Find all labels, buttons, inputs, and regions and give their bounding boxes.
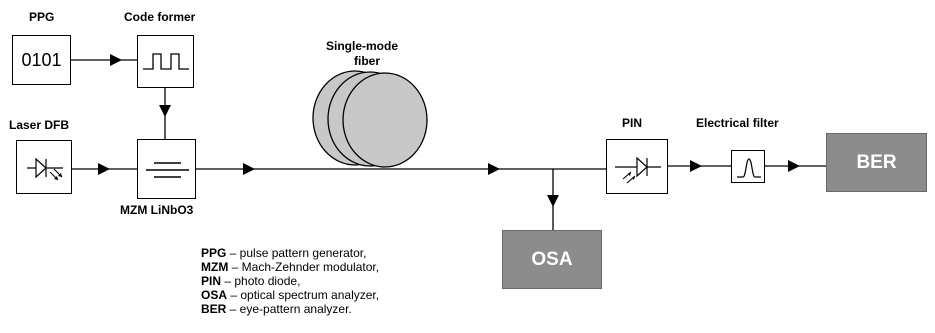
code-former-label: Code former	[124, 10, 196, 24]
pin-block	[606, 139, 668, 194]
laser-diode-icon	[27, 157, 63, 181]
pin-label: PIN	[622, 116, 643, 130]
arrow-codeformer-mzm	[159, 105, 171, 117]
legend-row: PIN – photo diode,	[201, 274, 301, 288]
legend-row: OSA – optical spectrum analyzer,	[201, 288, 380, 302]
laser-dfb-block	[16, 140, 72, 194]
abbreviation-legend: PPG – pulse pattern generator, MZM – Mac…	[201, 246, 379, 316]
ppg-label: PPG	[29, 10, 55, 24]
electrical-filter-block	[731, 150, 765, 183]
legend-row: PPG – pulse pattern generator,	[201, 246, 367, 260]
mzm-label: MZM LiNbO3	[120, 203, 194, 217]
arrow-mzm-fiber	[243, 163, 255, 175]
fiber-spool-icon	[312, 70, 428, 168]
ppg-block: 0101	[12, 35, 71, 85]
arrow-pin-filter	[690, 160, 702, 172]
arrow-fiber-pin	[488, 163, 500, 175]
square-wave-icon	[143, 53, 189, 70]
modulator-icon	[146, 162, 189, 178]
fiber-label-line1: Single-mode	[326, 39, 399, 53]
legend-row: BER – eye-pattern analyzer.	[201, 302, 352, 316]
electrical-filter-label: Electrical filter	[696, 116, 779, 130]
laser-dfb-label: Laser DFB	[9, 118, 70, 132]
ppg-pattern-text: 0101	[21, 49, 62, 70]
osa-instrument: OSA	[502, 230, 602, 289]
code-former-block	[137, 35, 194, 88]
arrow-filter-ber	[788, 160, 800, 172]
legend-row: MZM – Mach-Zehnder modulator,	[201, 260, 380, 274]
fiber-label-line2: fiber	[354, 54, 381, 68]
ber-instrument: BER	[826, 133, 927, 192]
arrow-laser-mzm	[98, 163, 110, 175]
mzm-block	[137, 139, 196, 199]
arrow-tap-osa	[547, 195, 559, 207]
photodiode-icon	[615, 156, 661, 184]
arrow-ppg-codeformer	[110, 54, 122, 66]
bandpass-filter-icon	[737, 158, 761, 178]
